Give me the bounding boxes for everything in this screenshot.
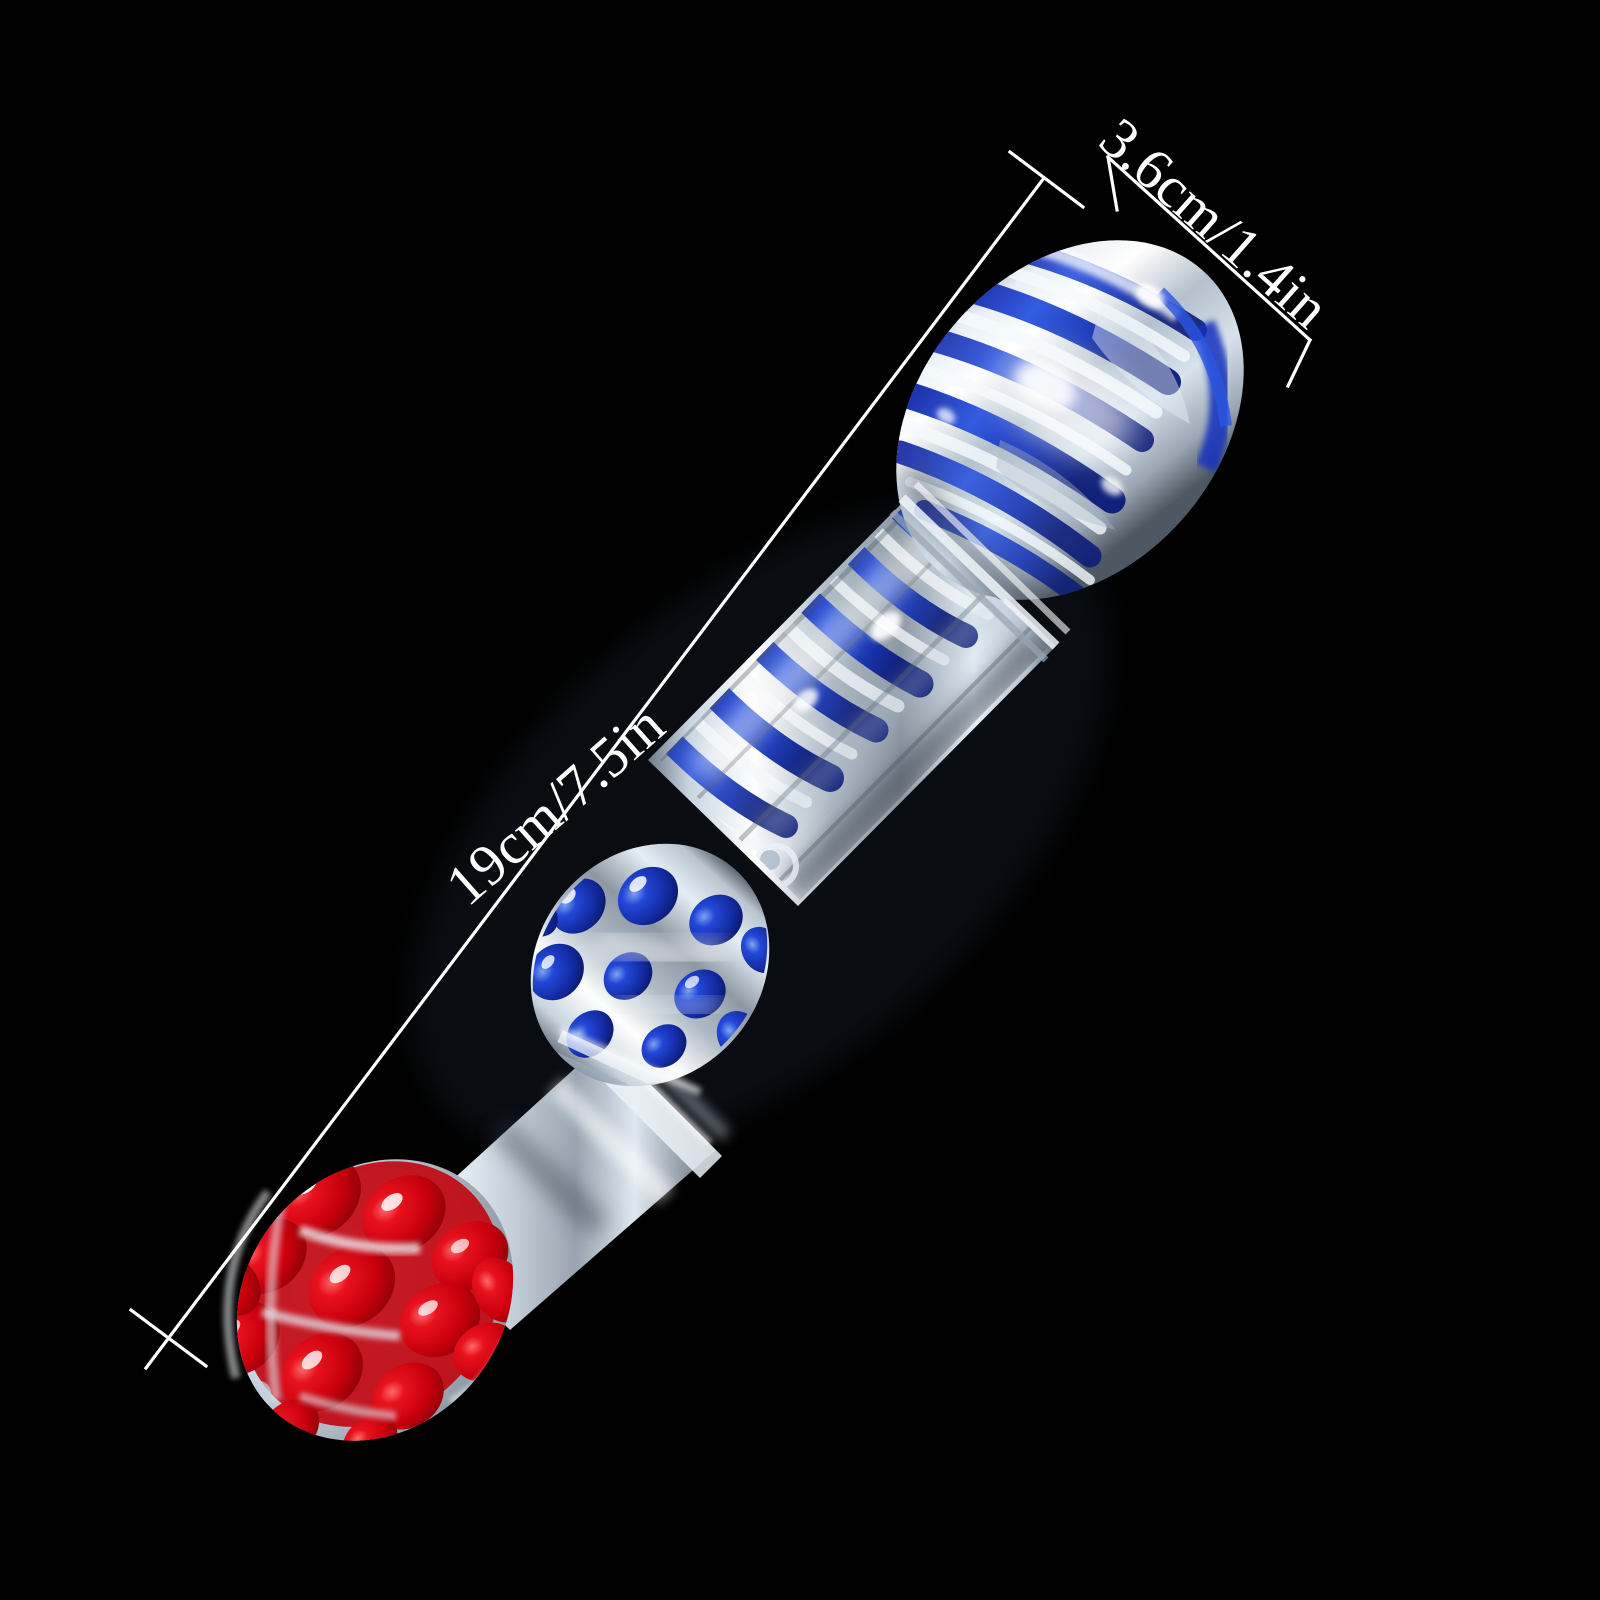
- width-leader-right: [1285, 337, 1313, 389]
- width-dimension-line: [1105, 154, 1313, 343]
- length-tick-top: [1007, 149, 1086, 210]
- width-leader-left: [1106, 155, 1119, 212]
- product-section-bulb-head: [884, 231, 1244, 663]
- length-dimension-line: [143, 175, 1047, 1371]
- length-tick-bottom: [128, 1307, 209, 1369]
- product-section-red-base: [195, 1154, 528, 1466]
- bulb-neck-rings: [889, 481, 1071, 663]
